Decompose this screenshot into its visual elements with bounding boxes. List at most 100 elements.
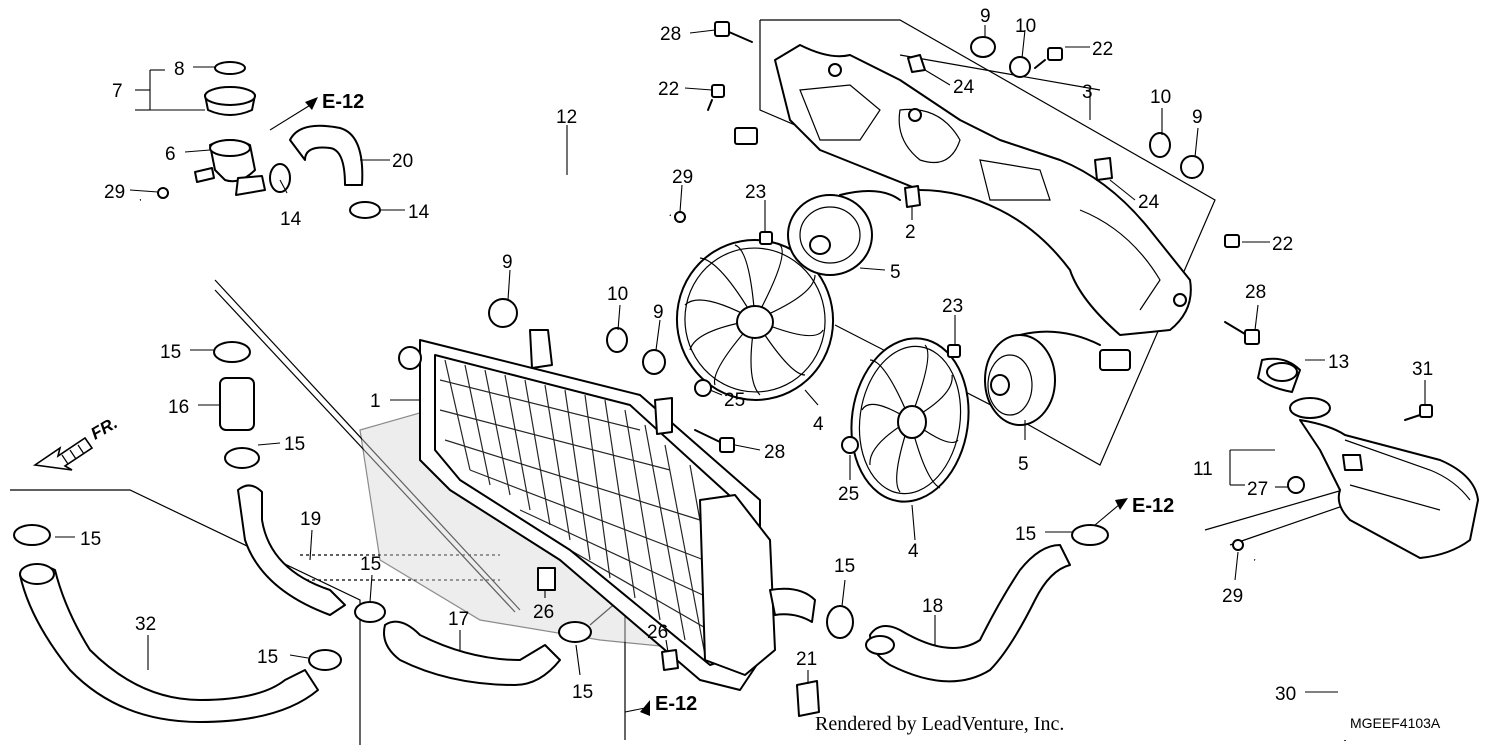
collar-10-b <box>1149 132 1171 158</box>
callout-20: 20 <box>392 151 413 172</box>
callout-19: 19 <box>300 509 321 530</box>
callout-25-b: 25 <box>838 484 859 505</box>
bolt-28-b <box>1224 321 1260 345</box>
bolt-23-a <box>759 231 773 245</box>
callout-14-b: 14 <box>408 202 430 223</box>
bolt-22-c <box>1224 234 1240 248</box>
front-direction-arrow: FR. <box>32 413 121 471</box>
reference-labels: E-12 E-12 E-12 <box>269 91 1174 716</box>
bolt-28-c <box>694 429 735 453</box>
callout-29-a: 29 <box>104 182 125 203</box>
callout-9-d: 9 <box>653 302 664 323</box>
callout-15-a: 15 <box>160 342 181 363</box>
callout-31: 31 <box>1412 359 1433 380</box>
callout-15-h: 15 <box>834 556 855 577</box>
callout-12: 12 <box>556 107 577 128</box>
grommet-9-c <box>488 298 518 328</box>
callout-5-a: 5 <box>890 262 901 283</box>
clip-29-c <box>1232 539 1244 551</box>
callout-28-a: 28 <box>660 24 681 45</box>
fasteners <box>157 21 1433 551</box>
callout-6: 6 <box>165 144 176 165</box>
fan-lower <box>850 337 970 503</box>
callout-5-b: 5 <box>1018 454 1029 475</box>
callout-numbers: 7 8 6 29 14 20 14 12 29 28 22 9 10 22 24… <box>80 6 1433 705</box>
nut-25-b <box>841 436 859 454</box>
leader-lines <box>55 25 1426 693</box>
callout-29-c: 29 <box>1222 586 1243 607</box>
callout-25-a: 25 <box>724 390 745 411</box>
clip-2 <box>904 185 921 208</box>
callout-26-a: 26 <box>533 602 554 623</box>
callout-10-b: 10 <box>1150 87 1171 108</box>
callout-2: 2 <box>905 222 916 243</box>
ref-e12-bottom: E-12 <box>655 693 697 715</box>
upper-hose <box>269 124 381 219</box>
callout-15-f: 15 <box>257 647 278 668</box>
fan-shroud <box>734 44 1192 336</box>
callout-29-b: 29 <box>672 167 693 188</box>
callout-10-c: 10 <box>607 284 628 305</box>
callout-10-a: 10 <box>1015 16 1036 37</box>
bolt-22-a <box>707 84 725 111</box>
callout-30: 30 <box>1275 684 1296 705</box>
reserve-tank <box>1257 357 1479 559</box>
clip-24-a <box>907 54 926 73</box>
render-credit: Rendered by LeadVenture, Inc. <box>815 713 1064 735</box>
clip-29-b <box>674 211 686 223</box>
overflow-hose <box>111 167 672 293</box>
radiator <box>359 329 816 691</box>
callout-9-b: 9 <box>1192 107 1203 128</box>
filler-neck-assembly <box>194 61 266 196</box>
callout-4-a: 4 <box>813 414 824 435</box>
callout-15-c: 15 <box>1015 524 1036 545</box>
nut-25-a <box>694 379 712 397</box>
callout-27: 27 <box>1247 479 1268 500</box>
callout-22-c: 22 <box>1272 234 1293 255</box>
front-label: FR. <box>88 413 121 443</box>
callout-26-b: 26 <box>647 622 668 643</box>
callout-21: 21 <box>796 649 817 670</box>
grommet-9-d <box>642 349 666 375</box>
callout-11: 11 <box>1193 459 1213 480</box>
hose-clamps <box>13 341 1298 671</box>
callout-4-b: 4 <box>908 541 919 562</box>
bolt-22-b <box>1034 47 1063 69</box>
clip-24-b <box>1094 157 1113 181</box>
callout-15-b: 15 <box>284 434 305 455</box>
diagram-code: MGEEF4103A <box>1350 715 1441 731</box>
collar-10-c <box>606 327 628 353</box>
bolt-28-top <box>714 21 753 43</box>
callout-17: 17 <box>448 609 469 630</box>
callout-23-a: 23 <box>745 182 766 203</box>
collar-10-a <box>1009 56 1031 78</box>
callout-9-c: 9 <box>502 252 513 273</box>
tank-drain-hose <box>1254 558 1347 741</box>
callout-15-e: 15 <box>360 554 381 575</box>
clip-29-a <box>157 187 169 199</box>
callout-15-g: 15 <box>572 682 593 703</box>
ref-e12-upper: E-12 <box>322 91 364 113</box>
fan-upper <box>675 239 835 401</box>
callout-13: 13 <box>1328 352 1349 373</box>
callout-32: 32 <box>135 614 156 635</box>
lower-hoses <box>19 377 1071 723</box>
callout-7: 7 <box>112 81 123 102</box>
callout-1: 1 <box>370 391 381 412</box>
callout-24-b: 24 <box>1138 192 1160 213</box>
callout-14-a: 14 <box>280 209 302 230</box>
callout-8: 8 <box>174 59 185 80</box>
callout-23-b: 23 <box>942 296 963 317</box>
callout-24-a: 24 <box>953 77 975 98</box>
callout-16: 16 <box>168 397 189 418</box>
callout-22-b: 22 <box>1092 39 1113 60</box>
nut-27 <box>1287 476 1305 494</box>
callout-28-c: 28 <box>1245 282 1266 303</box>
bolt-23-b <box>947 344 961 358</box>
grommet-9-b <box>1180 155 1204 179</box>
callout-9-a: 9 <box>980 6 991 27</box>
grommet-9-a <box>970 36 996 58</box>
ref-e12-right: E-12 <box>1132 495 1174 517</box>
callout-15-d: 15 <box>80 529 101 550</box>
